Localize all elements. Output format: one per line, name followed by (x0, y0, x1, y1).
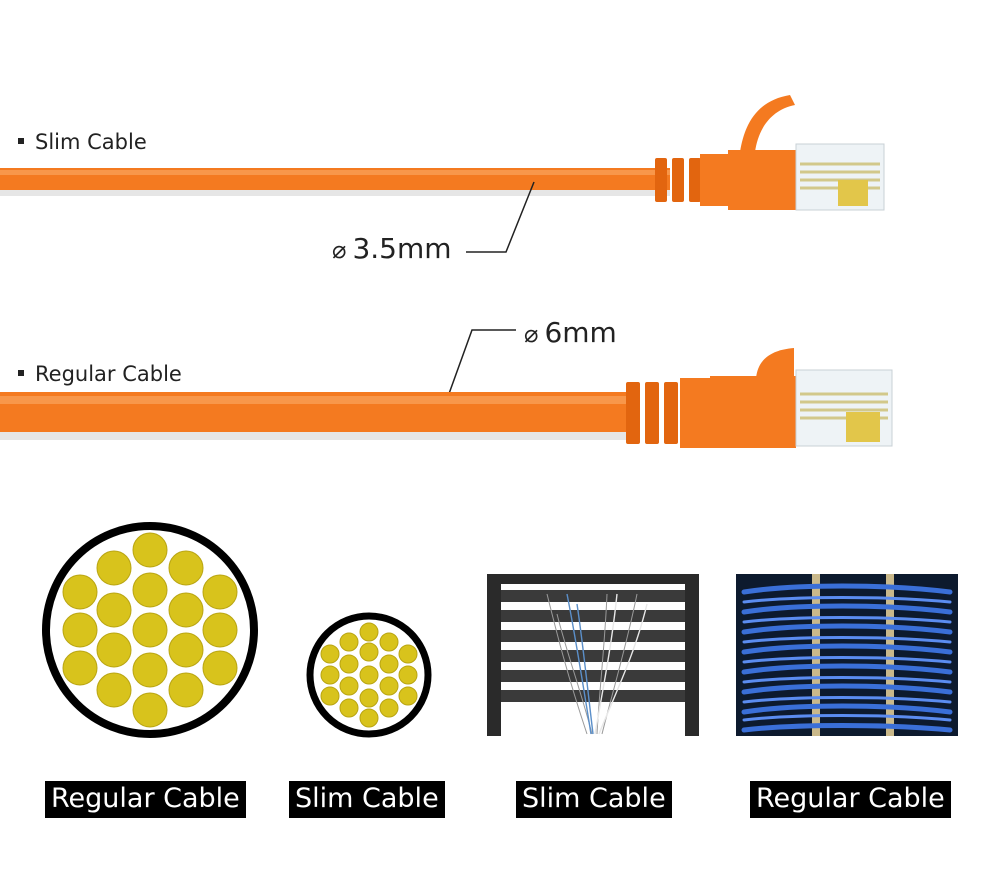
caption-regular-cable-cross-section: Regular Cable (45, 781, 246, 819)
slim-diameter-label: ⌀3.5mm (332, 232, 452, 265)
caption-slim-cable-rack: Slim Cable (516, 781, 672, 819)
slim-cable-cross-section (306, 612, 432, 738)
regular-diameter-label: ⌀6mm (524, 316, 617, 349)
caption-slim-cable-cross-section: Slim Cable (289, 781, 445, 819)
caption-regular-cable-rack: Regular Cable (750, 781, 951, 819)
regular-cable-side-label: Regular Cable (18, 362, 182, 386)
bullet-icon (18, 370, 24, 376)
regular-cable-rack-photo (736, 574, 958, 736)
diameter-symbol-icon: ⌀ (524, 320, 539, 348)
slim-cable-rack-photo (487, 574, 699, 736)
slim-cable-side-label: Slim Cable (18, 130, 147, 154)
regular-cable-cross-section (42, 522, 258, 738)
slim-cable-illustration (0, 95, 885, 253)
bullet-icon (18, 138, 24, 144)
diameter-symbol-icon: ⌀ (332, 236, 347, 264)
regular-cable-illustration (0, 329, 893, 448)
